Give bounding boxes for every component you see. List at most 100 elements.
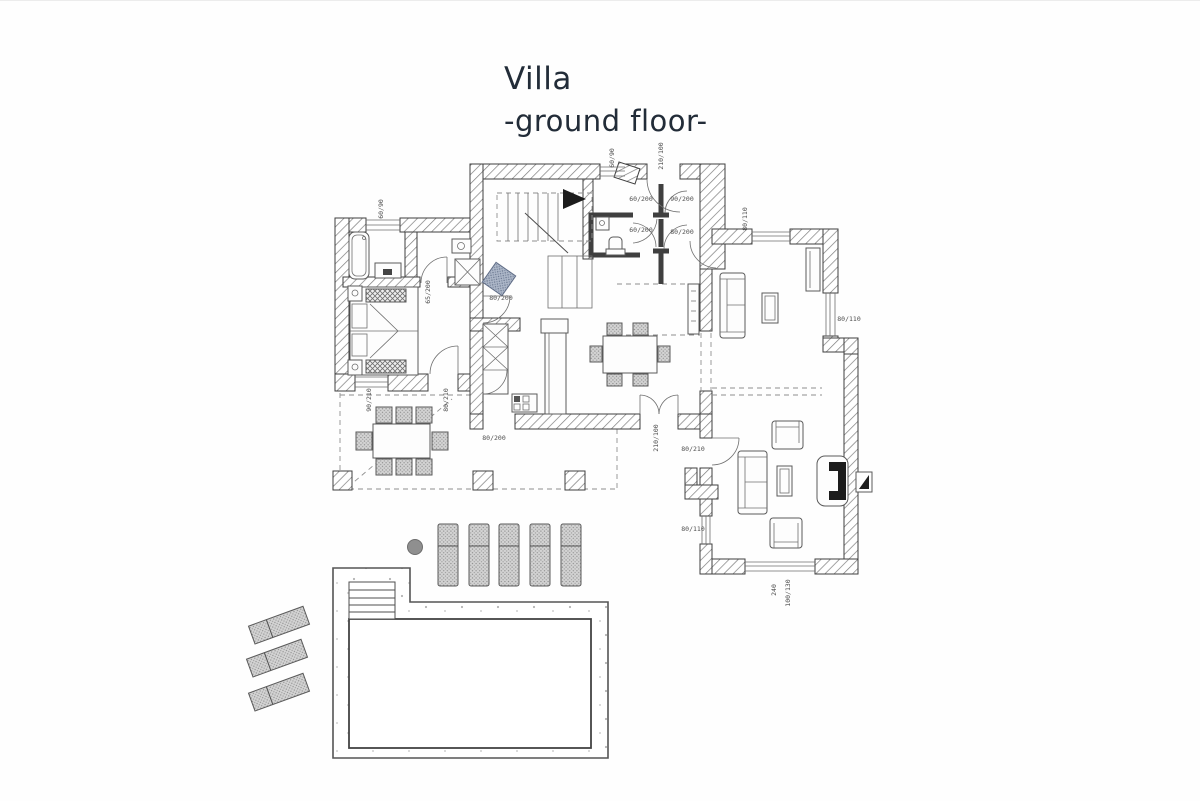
- nightstand: [347, 285, 363, 302]
- stair-direction-arrow: [563, 189, 586, 209]
- dining-chair: [589, 345, 603, 363]
- living-room-furniture: [737, 420, 873, 549]
- windows: [355, 166, 836, 572]
- wc-sink: [595, 216, 610, 231]
- door-swing: [632, 218, 658, 244]
- wc-fixtures: [595, 216, 626, 256]
- bathroom-fixtures: [348, 231, 517, 297]
- blanket-fold: [369, 303, 399, 359]
- doors: [420, 178, 740, 466]
- dimension-label: 65/200: [424, 280, 432, 304]
- window: [355, 376, 388, 388]
- outdoor-chair: [395, 458, 413, 476]
- sun-lounger: [247, 672, 311, 712]
- window: [825, 293, 836, 336]
- door-swing: [482, 295, 511, 324]
- sun-loungers-diagonal: [245, 605, 311, 712]
- title-line-2: -ground floor-: [504, 104, 708, 138]
- outdoor-chair: [395, 406, 413, 424]
- dining-chair: [606, 373, 623, 387]
- outdoor-chair: [415, 458, 433, 476]
- terrace-pillar: [472, 470, 494, 491]
- outdoor-chair: [375, 406, 393, 424]
- sitting-room-furniture: [719, 247, 821, 339]
- door-swing: [429, 345, 459, 375]
- pillow: [365, 359, 407, 374]
- door-swing: [689, 240, 717, 269]
- sun-lounger: [498, 523, 520, 587]
- nightstand: [347, 359, 363, 376]
- window: [366, 219, 400, 231]
- dimension-label: 90/210: [365, 388, 373, 412]
- pillow: [365, 288, 407, 303]
- sofa: [719, 272, 746, 339]
- dimension-label: 240: [770, 584, 778, 596]
- accent-armchair: [481, 261, 517, 297]
- pool-basin: [348, 618, 592, 749]
- door-swing: [664, 190, 688, 214]
- dimension-label: 80/200: [670, 228, 694, 236]
- dimension-label: 80/200: [489, 294, 513, 302]
- door-swing: [646, 178, 681, 213]
- dimension-label: 80/110: [681, 525, 705, 533]
- sun-lounger: [245, 638, 309, 678]
- dining-chair: [657, 345, 671, 363]
- window: [701, 516, 711, 544]
- outdoor-chair: [415, 406, 433, 424]
- outdoor-chair: [431, 431, 449, 451]
- title-line-1: Villa: [504, 61, 572, 97]
- flue-marker: [855, 471, 873, 493]
- shaft-box: [454, 258, 481, 286]
- kitchen-furniture: [482, 283, 700, 415]
- window: [752, 231, 790, 242]
- coffee-table: [776, 465, 793, 497]
- door-swing: [420, 256, 448, 284]
- dining-chair: [606, 322, 623, 336]
- dimension-label: 60/90: [608, 148, 616, 168]
- dimension-label: 100/130: [784, 579, 792, 606]
- terrace-pillar: [332, 470, 353, 491]
- dimension-labels: 60/90 60/90 210/100 80/110 80/110 80/210 80/11…: [365, 142, 861, 606]
- dimension-label: 80/200: [482, 434, 506, 442]
- sun-lounger: [437, 523, 459, 587]
- terrace-pillar: [564, 470, 586, 491]
- door-swing: [663, 224, 688, 250]
- outdoor-chair: [355, 431, 373, 451]
- sink-basin: [383, 269, 392, 275]
- dining-chair: [632, 322, 649, 336]
- walls: [334, 161, 859, 575]
- fireplace: [816, 455, 849, 507]
- coffee-table: [761, 292, 779, 324]
- dimension-label: 80/110: [741, 207, 749, 231]
- dimension-label: 60/90: [377, 199, 385, 219]
- sofa: [737, 450, 768, 515]
- outdoor-table: [372, 423, 431, 459]
- terrace: [332, 283, 700, 491]
- window: [600, 166, 625, 177]
- dimension-label: 60/200: [629, 195, 653, 203]
- dining-table: [602, 335, 658, 374]
- parasol-base: [407, 539, 423, 555]
- outdoor-chair: [375, 458, 393, 476]
- drawing-title: Villa -ground floor-: [504, 57, 708, 141]
- dimension-label: 60/200: [629, 226, 653, 234]
- sideboard: [687, 283, 700, 335]
- bathtub: [348, 231, 370, 280]
- sun-lounger: [468, 523, 490, 587]
- door-swing: [711, 437, 740, 466]
- dimension-label: 80/210: [681, 445, 705, 453]
- dimension-label: 80/210: [442, 388, 450, 412]
- dimension-label: 80/110: [837, 315, 861, 323]
- pool-area: [332, 567, 609, 759]
- armchair: [769, 517, 803, 549]
- dimension-label: 90/200: [670, 195, 694, 203]
- outdoor-dining-set: [355, 406, 449, 476]
- staircase: [496, 189, 593, 309]
- porch-post: [613, 161, 641, 185]
- sun-lounger: [247, 605, 311, 645]
- corner-counter: [482, 369, 508, 395]
- dining-chair: [632, 373, 649, 387]
- dimension-label: 210/100: [652, 424, 660, 451]
- pool-steps: [348, 581, 396, 620]
